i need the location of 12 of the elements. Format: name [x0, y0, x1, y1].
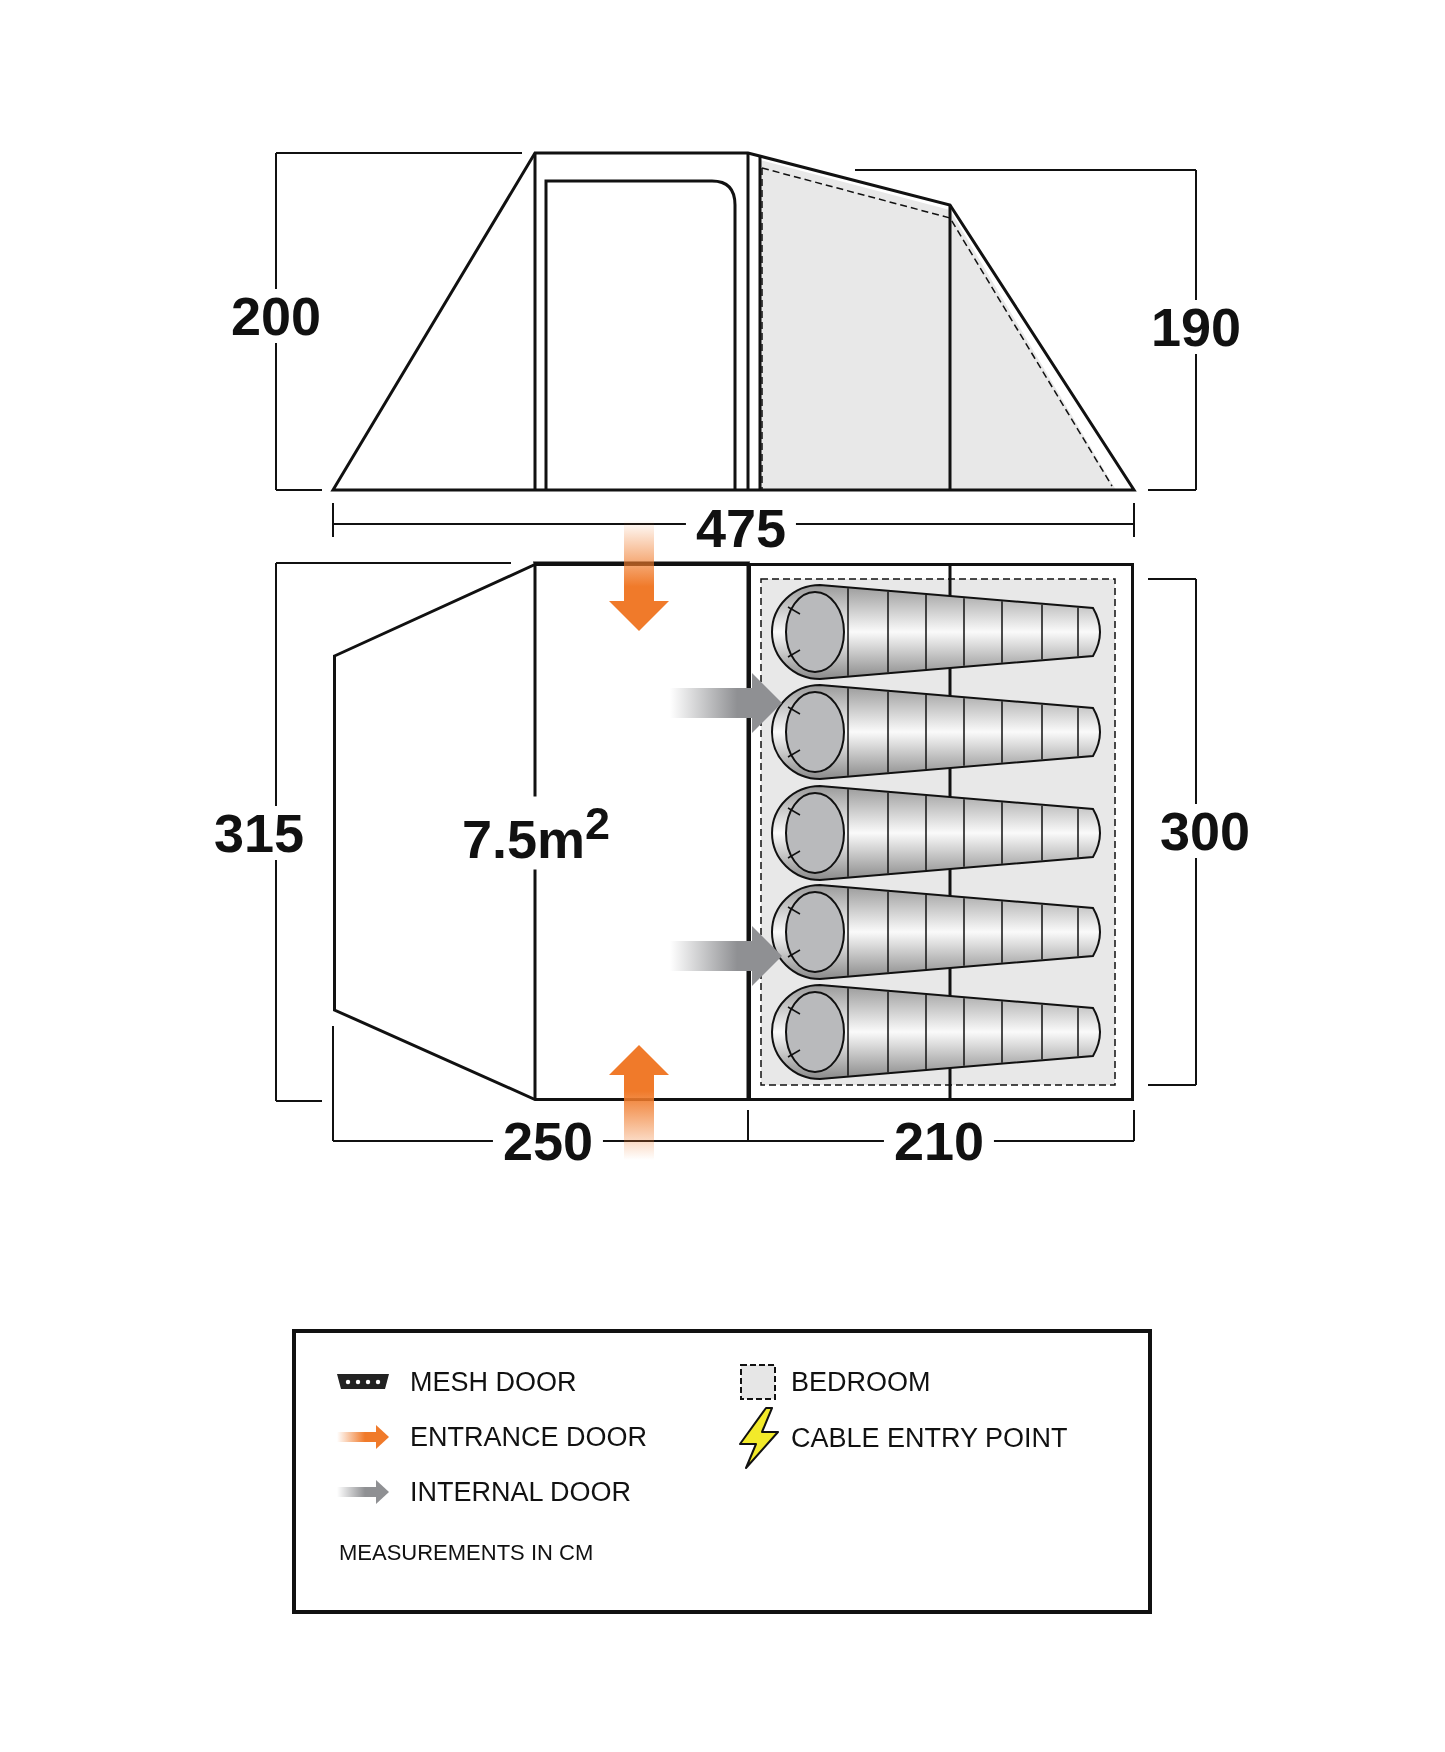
internal-door-arrow [670, 926, 782, 986]
entrance-arrow [609, 1045, 669, 1160]
legend-label: INTERNAL DOOR [410, 1476, 632, 1508]
living-area-outline [333, 563, 748, 1101]
bedroom-compartment [748, 563, 1134, 1101]
entrance-arrow [609, 520, 669, 631]
legend-label: ENTRANCE DOOR [410, 1421, 647, 1453]
legend-label: MESH DOOR [410, 1366, 577, 1398]
legend-label: BEDROOM [791, 1366, 931, 1398]
measurement-note: MEASUREMENTS IN CM [339, 1540, 594, 1566]
internal-door-arrow [670, 673, 782, 733]
legend-label: CABLE ENTRY POINT [791, 1422, 1068, 1454]
